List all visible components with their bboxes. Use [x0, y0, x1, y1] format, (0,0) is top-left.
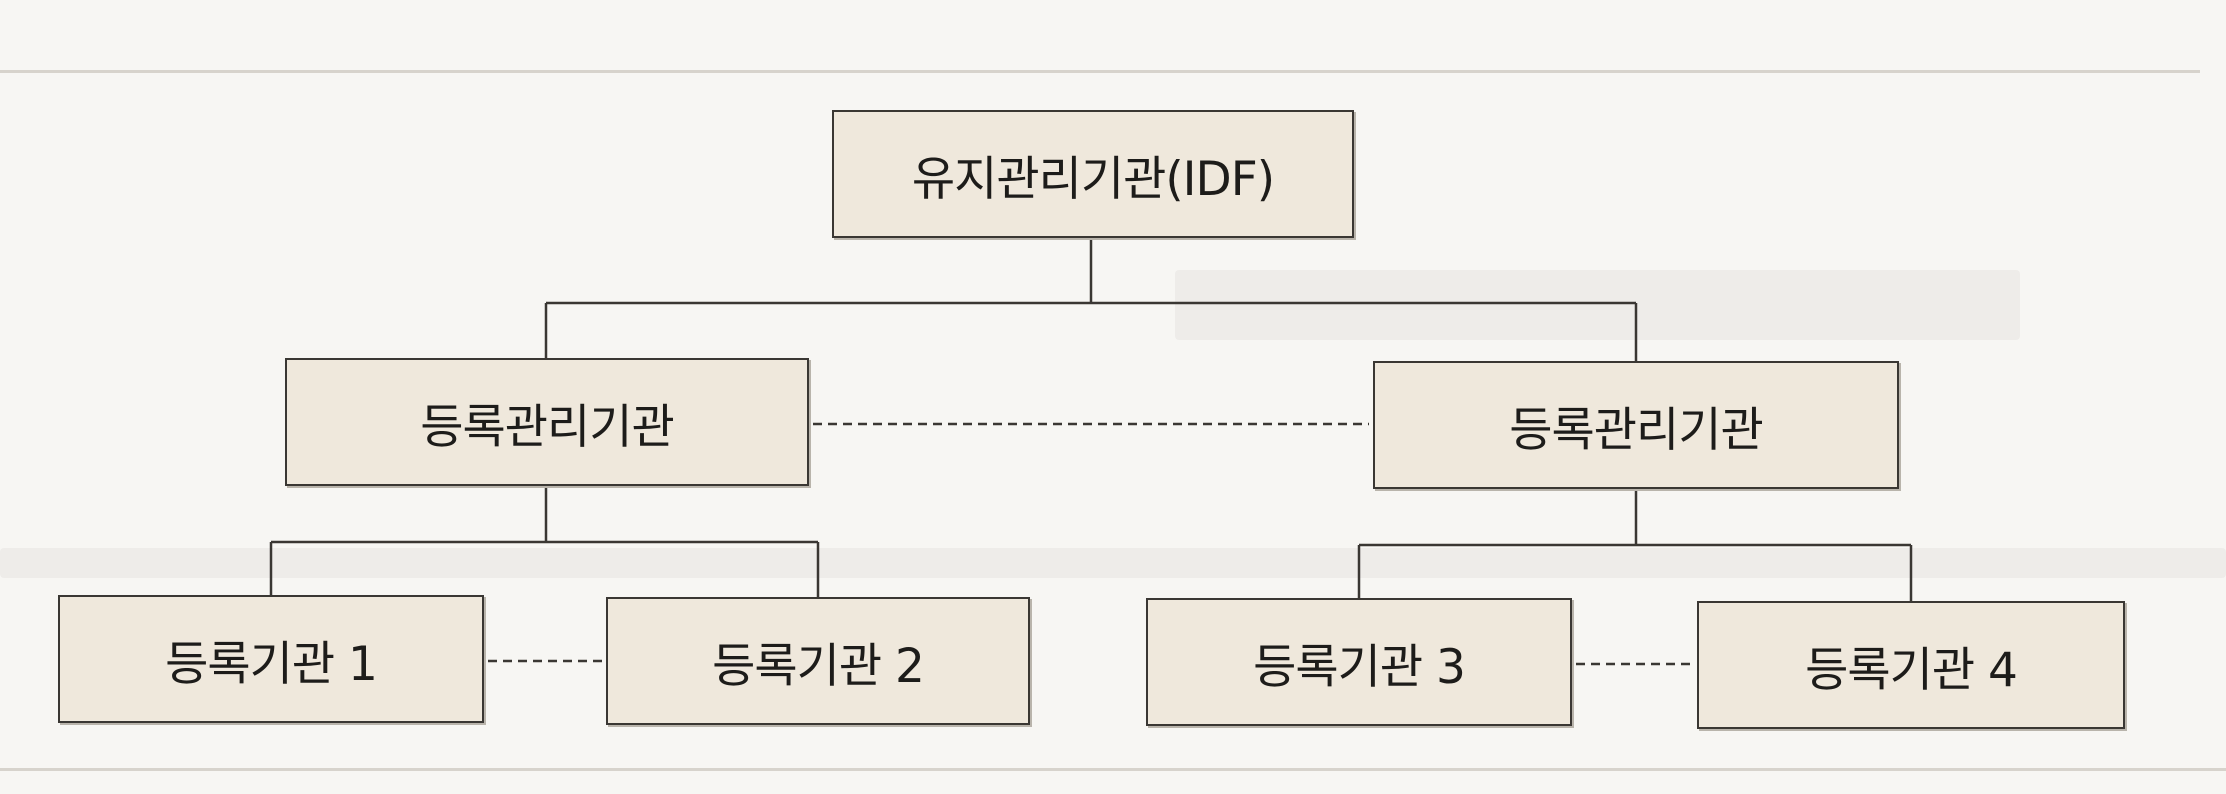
registration-agency-2-label: 등록기관 2 [712, 638, 925, 694]
top-rule [0, 70, 2200, 73]
registration-management-agency-right-box: 등록관리기관 [1373, 361, 1899, 489]
registration-agency-4-label: 등록기관 4 [1805, 642, 2018, 698]
registration-agency-3-box: 등록기관 3 [1146, 598, 1572, 726]
registration-management-agency-right-label: 등록관리기관 [1509, 402, 1763, 458]
registration-agency-1-label: 등록기관 1 [165, 636, 378, 692]
registration-management-agency-left-box: 등록관리기관 [285, 358, 809, 486]
registration-agency-3-label: 등록기관 3 [1253, 639, 1466, 695]
maintenance-agency-idf-box: 유지관리기관(IDF) [832, 110, 1354, 238]
bleed-through-shade [0, 548, 2226, 578]
bottom-rule [0, 768, 2226, 771]
registration-management-agency-left-label: 등록관리기관 [420, 399, 674, 455]
registration-agency-1-box: 등록기관 1 [58, 595, 484, 723]
registration-agency-4-box: 등록기관 4 [1697, 601, 2125, 729]
registration-agency-2-box: 등록기관 2 [606, 597, 1030, 725]
bleed-through-shade [1175, 270, 2020, 340]
maintenance-agency-idf-label: 유지관리기관(IDF) [911, 151, 1275, 207]
